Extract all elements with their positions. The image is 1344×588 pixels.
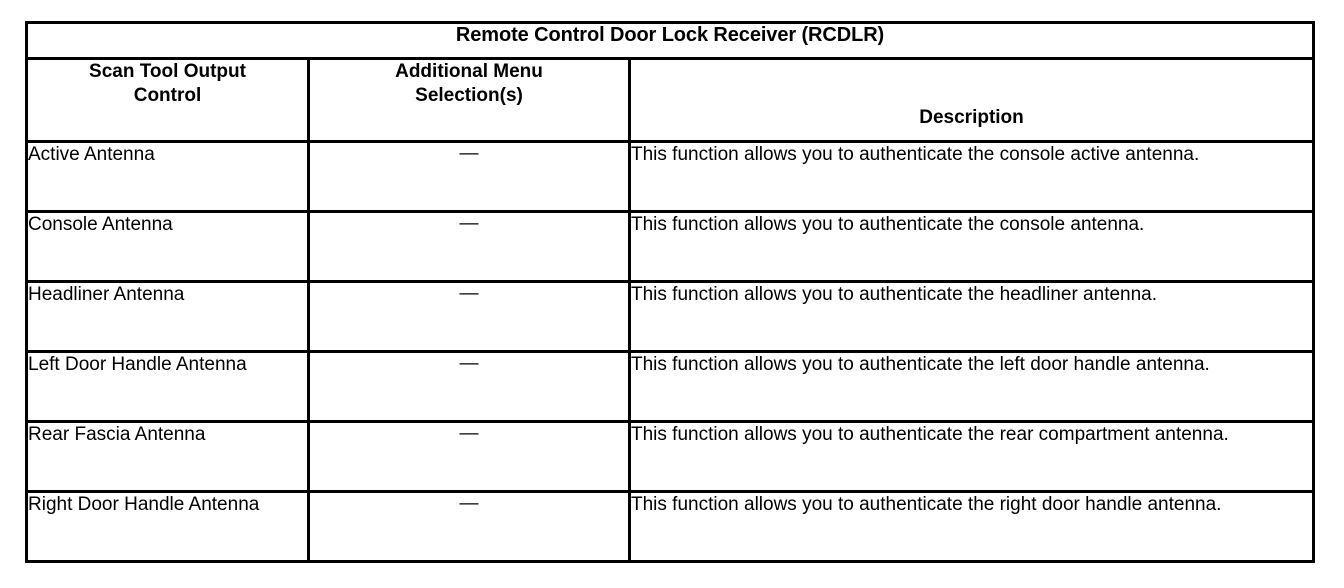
cell-scan-tool-output-control: Headliner Antenna [25,280,310,353]
em-dash-placeholder: — [459,213,479,234]
cell-scan-tool-output-control: Active Antenna [25,140,310,213]
em-dash-placeholder: — [459,143,479,164]
column-header-line-2: Control [133,84,202,106]
cell-scan-tool-output-control: Right Door Handle Antenna [25,490,310,563]
table-body: Active Antenna — This function allows yo… [25,140,1316,563]
cell-additional-menu-selection: — [307,350,631,423]
rcdlr-output-control-table: Remote Control Door Lock Receiver (RCDLR… [24,21,1316,563]
column-header-line-1: Scan Tool Output [89,61,246,82]
em-dash-placeholder: — [459,493,479,514]
table-row: Headliner Antenna — This function allows… [25,280,1316,353]
column-header-description: Description [627,57,1316,143]
table-row: Console Antenna — This function allows y… [25,210,1316,283]
table-row: Left Door Handle Antenna — This function… [25,350,1316,423]
table-title: Remote Control Door Lock Receiver (RCDLR… [24,21,1316,60]
cell-additional-menu-selection: — [307,420,631,493]
cell-additional-menu-selection: — [307,490,631,563]
cell-description: This function allows you to authenticate… [627,490,1316,563]
em-dash-placeholder: — [459,423,479,444]
table-row: Right Door Handle Antenna — This functio… [25,490,1316,563]
table-row: Active Antenna — This function allows yo… [25,140,1316,213]
cell-scan-tool-output-control: Rear Fascia Antenna [25,420,310,493]
column-header-additional-menu-selections: Additional Menu Selection(s) [307,57,631,143]
table-title-row: Remote Control Door Lock Receiver (RCDLR… [24,21,1316,60]
cell-additional-menu-selection: — [307,280,631,353]
em-dash-placeholder: — [459,353,479,374]
cell-additional-menu-selection: — [307,140,631,213]
table-column-header-row: Scan Tool Output Control Additional Menu… [25,57,1316,143]
table-row: Rear Fascia Antenna — This function allo… [25,420,1316,493]
em-dash-placeholder: — [459,283,479,304]
cell-description: This function allows you to authenticate… [627,140,1316,213]
column-header-line-2: Selection(s) [415,84,523,106]
cell-scan-tool-output-control: Console Antenna [25,210,310,283]
cell-description: This function allows you to authenticate… [627,350,1316,423]
cell-additional-menu-selection: — [307,210,631,283]
column-header-label: Description [919,107,1024,129]
cell-scan-tool-output-control: Left Door Handle Antenna [25,350,310,423]
table-header: Remote Control Door Lock Receiver (RCDLR… [24,21,1316,143]
column-header-scan-tool-output-control: Scan Tool Output Control [25,57,310,143]
column-header-line-1: Additional Menu [395,61,543,82]
cell-description: This function allows you to authenticate… [627,210,1316,283]
cell-description: This function allows you to authenticate… [627,280,1316,353]
cell-description: This function allows you to authenticate… [627,420,1316,493]
